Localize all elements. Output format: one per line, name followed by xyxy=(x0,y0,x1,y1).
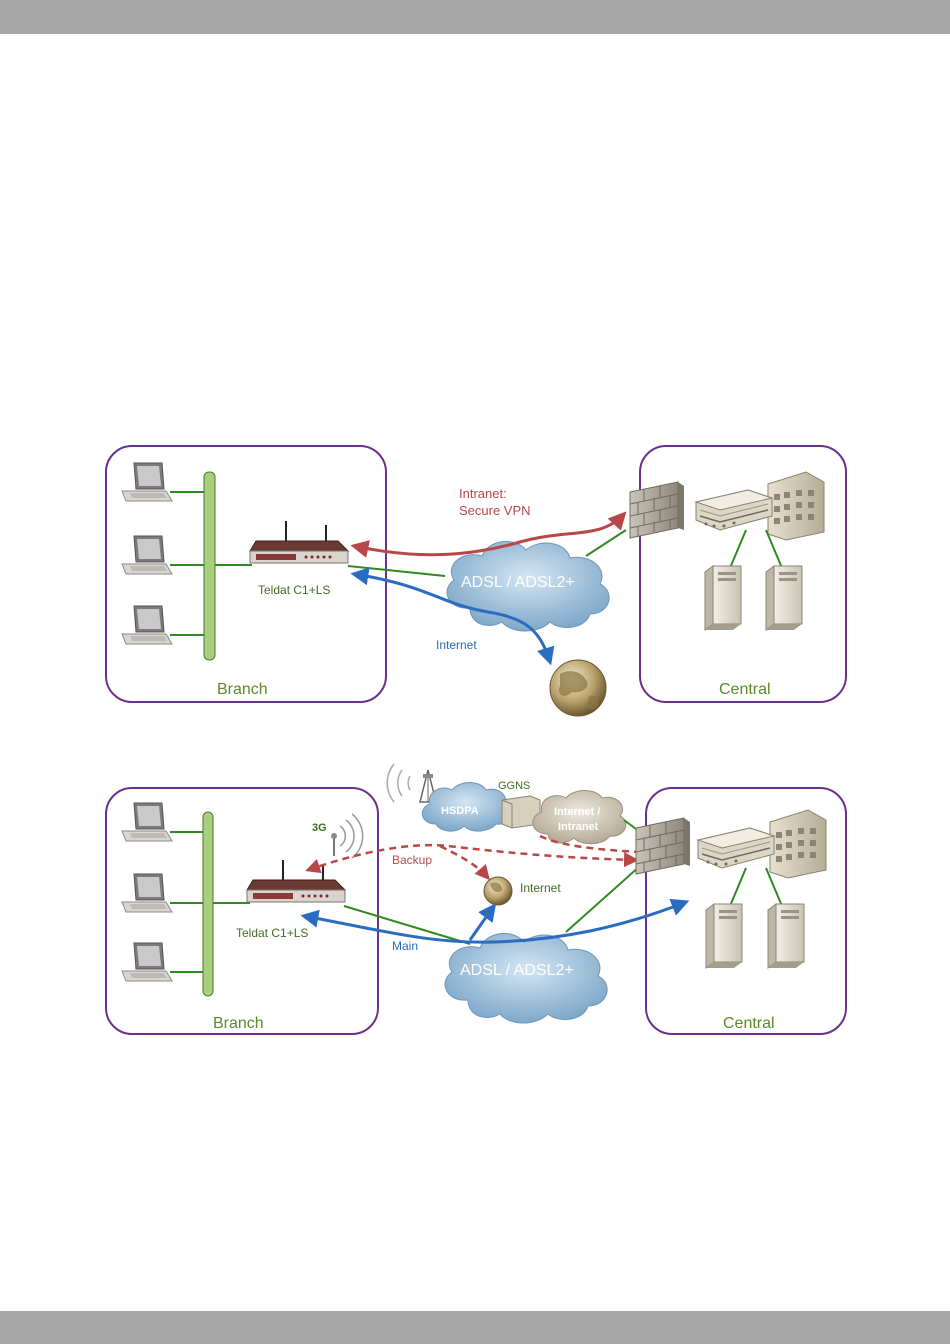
lan-bus xyxy=(204,472,215,660)
laptop-icon xyxy=(122,463,172,501)
router-icon xyxy=(250,521,348,563)
internet-label: Internet xyxy=(520,881,561,895)
branch-label: Branch xyxy=(213,1015,264,1032)
main-internet-arrow xyxy=(470,906,494,940)
3g-label: 3G xyxy=(312,822,327,834)
server-icon xyxy=(705,566,741,630)
globe-icon xyxy=(550,660,606,716)
server-icon xyxy=(766,566,802,630)
central-building-icon xyxy=(698,810,826,878)
globe-icon xyxy=(484,877,512,905)
3g-antenna-icon xyxy=(331,814,363,858)
firewall-icon xyxy=(630,482,684,538)
cloud-label: ADSL / ADSL2+ xyxy=(460,962,574,979)
laptop-icon xyxy=(122,874,172,912)
laptop-icon xyxy=(122,536,172,574)
internet-intranet-label-2: Intranet xyxy=(558,821,599,833)
intranet-label: Intranet: xyxy=(459,486,507,501)
central-label: Central xyxy=(719,681,771,698)
router-icon xyxy=(247,860,345,902)
router-label: Teldat C1+LS xyxy=(258,583,330,597)
server-icon xyxy=(706,904,742,968)
router-label: Teldat C1+LS xyxy=(236,926,308,940)
backup-internet-arrow xyxy=(440,846,488,878)
laptop-icon xyxy=(122,803,172,841)
lan-bus xyxy=(203,812,213,996)
backup-arrow xyxy=(308,845,636,870)
branch-label: Branch xyxy=(217,681,268,698)
vpn-arrow xyxy=(354,514,624,555)
secure-vpn-label: Secure VPN xyxy=(459,503,531,518)
laptop-icon xyxy=(122,606,172,644)
internet-label: Internet xyxy=(436,638,477,652)
cloud-label: ADSL / ADSL2+ xyxy=(461,574,575,591)
cell-tower-icon xyxy=(387,764,436,802)
internet-intranet-label-1: Internet / xyxy=(554,806,600,818)
central-building-icon xyxy=(696,472,824,540)
server-icon xyxy=(768,904,804,968)
central-label: Central xyxy=(723,1015,775,1032)
firewall-icon xyxy=(636,818,690,874)
ggns-label: GGNS xyxy=(498,780,530,792)
diagram-1: Teldat C1+LS ADSL / ADSL2+ Intranet: Sec… xyxy=(106,446,846,716)
diagram-2: Teldat C1+LS 3G HSDPA GGNS xyxy=(106,764,846,1034)
laptop-icon xyxy=(122,943,172,981)
hsdpa-label: HSDPA xyxy=(441,805,479,817)
main-label: Main xyxy=(392,939,418,953)
backup-label: Backup xyxy=(392,853,432,867)
